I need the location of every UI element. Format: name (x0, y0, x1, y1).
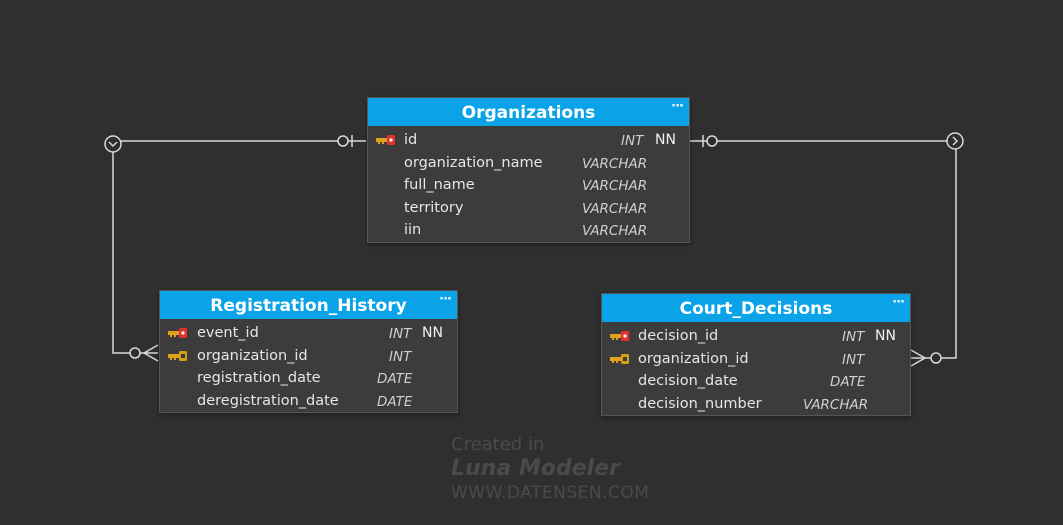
entity-organizations[interactable]: Organizations ··· id INT NN organization… (367, 97, 690, 243)
column-name: id (404, 132, 418, 148)
column-type: VARCHAR (582, 155, 648, 172)
column-row[interactable]: organization_id INT (160, 345, 457, 368)
entity-title: Registration_History (210, 296, 407, 316)
crow-foot-marker (910, 349, 927, 367)
column-name: registration_date (197, 370, 321, 386)
zero-marker-circle (930, 352, 942, 364)
column-type: INT (842, 329, 865, 345)
column-type: INT (389, 348, 412, 365)
entity-registration-history[interactable]: Registration_History ··· event_id INT NN… (159, 290, 458, 413)
column-row[interactable]: organization_id INT (602, 348, 910, 371)
watermark-product-name: Luna Modeler (451, 456, 620, 481)
zero-marker-circle (129, 347, 141, 359)
column-name: organization_id (638, 350, 749, 367)
column-row[interactable]: iin VARCHAR (368, 219, 689, 242)
column-name: full_name (404, 177, 475, 193)
column-name: iin (404, 222, 422, 238)
column-type: VARCHAR (582, 200, 648, 217)
column-row[interactable]: decision_id INT NN (602, 325, 910, 348)
column-row[interactable]: registration_date DATE (160, 367, 457, 390)
column-name: decision_number (638, 395, 762, 412)
column-row[interactable]: decision_date DATE (602, 370, 910, 393)
column-type: DATE (377, 371, 413, 387)
column-row[interactable]: organization_name VARCHAR (368, 152, 689, 175)
column-type: INT (842, 351, 865, 368)
foreign-key-icon (168, 350, 187, 361)
column-row[interactable]: id INT NN (368, 129, 689, 152)
not-null-flag: NN (422, 325, 443, 341)
more-options-icon[interactable]: ··· (671, 99, 684, 114)
column-type: DATE (830, 374, 866, 390)
column-type: INT (389, 326, 412, 342)
column-type: DATE (377, 393, 413, 410)
column-row[interactable]: event_id INT NN (160, 322, 457, 345)
foreign-key-icon (610, 353, 629, 364)
chevron-right-icon (952, 136, 959, 146)
entity-header[interactable]: Court_Decisions ··· (602, 294, 910, 322)
column-type: INT (621, 133, 644, 149)
not-null-flag: NN (875, 328, 896, 344)
entity-title: Court_Decisions (679, 299, 833, 319)
column-type: VARCHAR (582, 223, 648, 239)
column-type: VARCHAR (803, 396, 869, 413)
collapse-toggle-icon (104, 135, 122, 153)
column-row[interactable]: decision_number VARCHAR (602, 393, 910, 416)
watermark-created-in: Created in (451, 434, 545, 455)
column-name: organization_name (404, 154, 543, 171)
entity-court-decisions[interactable]: Court_Decisions ··· decision_id INT NN o… (601, 293, 911, 416)
column-name: territory (404, 199, 464, 216)
collapse-toggle-icon (946, 132, 964, 150)
watermark: Created in Luna Modeler WWW.DATENSEN.COM (451, 434, 649, 504)
not-null-flag: NN (655, 132, 676, 148)
entity-header[interactable]: Organizations ··· (368, 98, 689, 126)
column-row[interactable]: deregistration_date DATE (160, 390, 457, 413)
column-row[interactable]: full_name VARCHAR (368, 174, 689, 197)
zero-marker-circle (337, 135, 349, 147)
column-name: organization_id (197, 347, 308, 364)
primary-key-icon (376, 135, 395, 145)
zero-marker-circle (706, 135, 718, 147)
entity-header[interactable]: Registration_History ··· (160, 291, 457, 319)
crow-foot-marker (142, 344, 159, 362)
watermark-url: WWW.DATENSEN.COM (451, 483, 650, 503)
more-options-icon[interactable]: ··· (892, 295, 905, 310)
column-name: decision_id (638, 328, 719, 344)
entity-title: Organizations (461, 103, 596, 123)
column-type: VARCHAR (582, 178, 648, 194)
more-options-icon[interactable]: ··· (439, 292, 452, 307)
chevron-down-icon (108, 141, 118, 148)
column-name: deregistration_date (197, 392, 339, 409)
primary-key-icon (610, 331, 629, 341)
column-name: event_id (197, 325, 259, 341)
column-row[interactable]: territory VARCHAR (368, 197, 689, 220)
column-name: decision_date (638, 373, 738, 389)
primary-key-icon (168, 328, 187, 338)
